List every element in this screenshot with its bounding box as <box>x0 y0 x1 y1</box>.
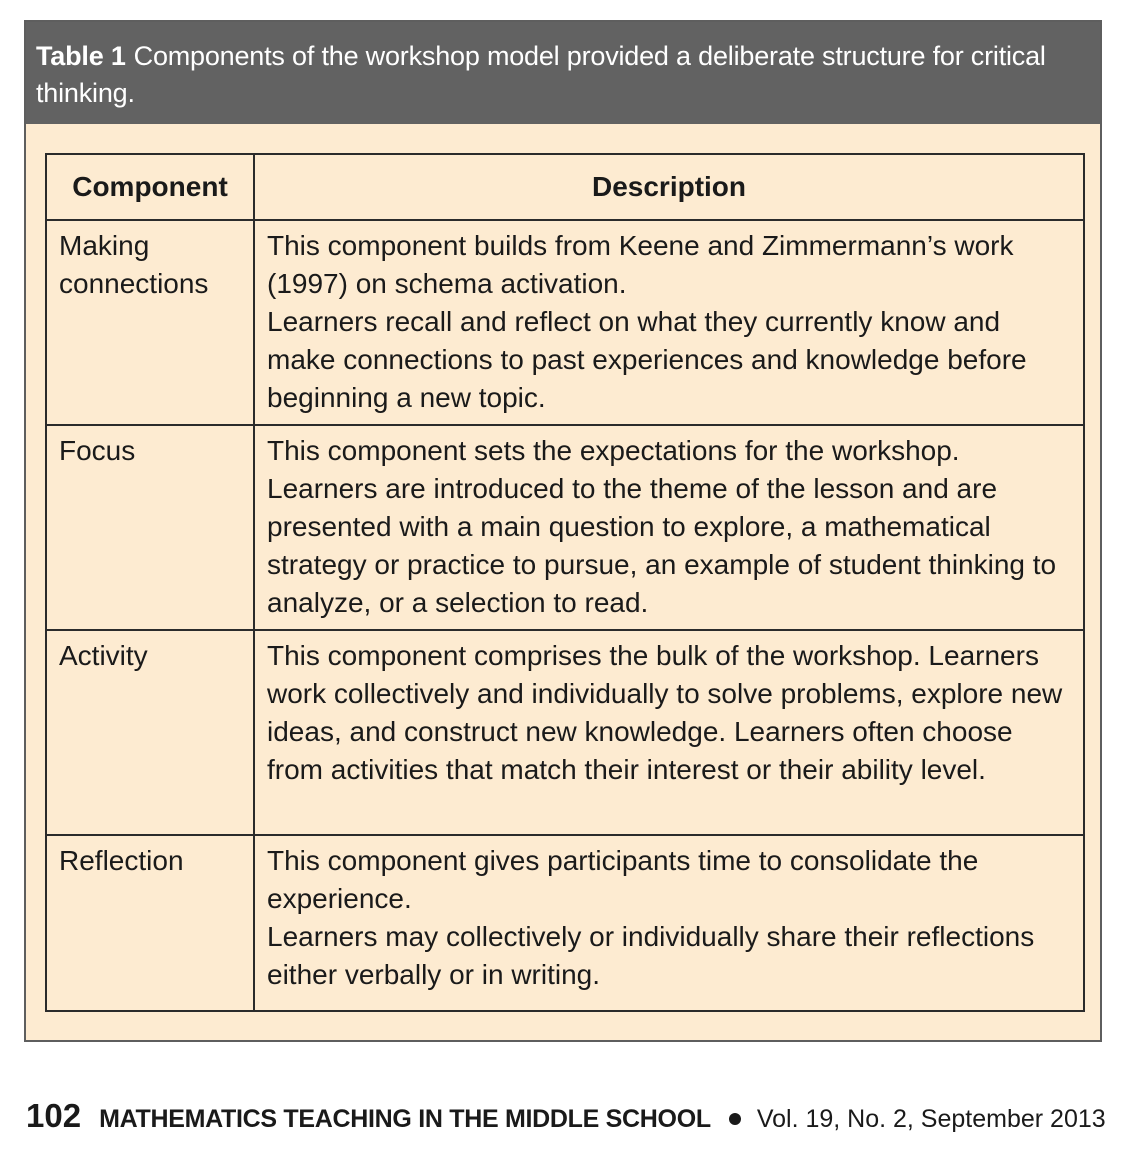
description-text: This component gives participants time t… <box>267 845 979 914</box>
components-table: Component Description Making connections… <box>45 153 1085 1012</box>
bullet-icon <box>728 1113 741 1126</box>
component-cell: Making connections <box>45 219 255 426</box>
component-cell: Focus <box>45 424 255 631</box>
description-cell: This component gives participants time t… <box>253 834 1085 1012</box>
header-row: Component Description <box>45 153 1085 221</box>
page-footer: 102 MATHEMATICS TEACHING IN THE MIDDLE SC… <box>26 1094 1106 1138</box>
description-cell: This component builds from Keene and Zim… <box>253 219 1085 426</box>
component-name: Making <box>59 230 150 261</box>
table-row: Reflection This component gives particip… <box>45 834 1085 1012</box>
description-text: This component builds from Keene and Zim… <box>267 230 1014 299</box>
issue-info: Vol. 19, No. 2, September 2013 <box>756 1105 1106 1133</box>
component-cell: Activity <box>45 629 255 836</box>
header-description: Description <box>253 153 1085 221</box>
table-row: Making connections This component builds… <box>45 219 1085 426</box>
component-name: connections <box>59 268 209 299</box>
description-cell: This component comprises the bulk of the… <box>253 629 1085 836</box>
component-cell: Reflection <box>45 834 255 1012</box>
component-name: Reflection <box>59 845 184 876</box>
component-name: Focus <box>59 435 136 466</box>
journal-title: MATHEMATICS TEACHING IN THE MIDDLE SCHOO… <box>99 1105 711 1133</box>
component-name: Activity <box>59 640 148 671</box>
description-cell: This component sets the expectations for… <box>253 424 1085 631</box>
description-text: This component comprises the bulk of the… <box>267 640 1063 785</box>
caption-label: Table 1 <box>36 41 126 71</box>
description-text: Learners may collectively or individuall… <box>267 921 1035 990</box>
description-text: This component sets the expectations for… <box>267 435 1057 618</box>
table-row: Activity This component comprises the bu… <box>45 629 1085 836</box>
header-component: Component <box>45 153 255 221</box>
table-row: Focus This component sets the expectatio… <box>45 424 1085 631</box>
description-text: Learners recall and reflect on what they… <box>267 306 1027 413</box>
page-number: 102 <box>26 1097 82 1134</box>
caption-text: Components of the workshop model provide… <box>36 41 1046 108</box>
